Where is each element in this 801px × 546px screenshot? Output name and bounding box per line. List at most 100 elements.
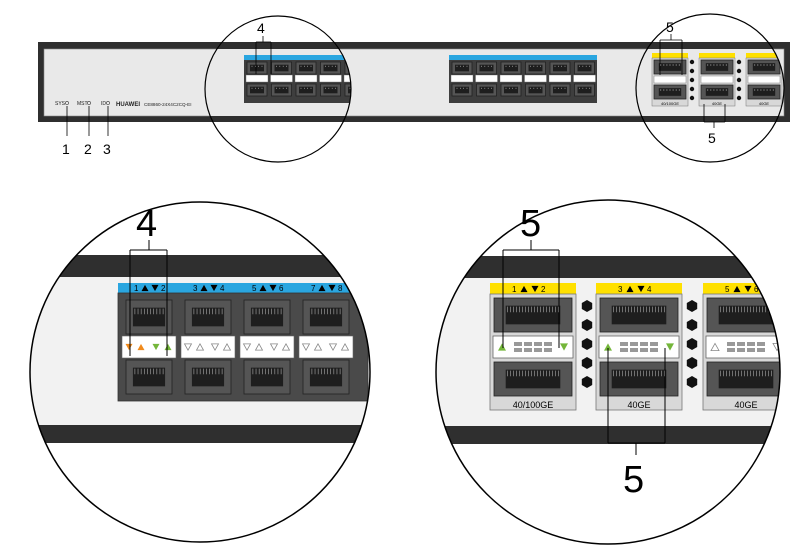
port-opening: [132, 367, 166, 387]
led-off-up: [254, 343, 264, 351]
qsfp-band: [652, 53, 688, 58]
port-number-label: 3: [193, 284, 198, 293]
small-magnifier-qsfp: 40/100GE 40GE 40GE 5 5: [635, 13, 785, 163]
vent-hole: [689, 95, 695, 101]
vent-hole: [686, 338, 698, 350]
sfp-ports-middle: [449, 55, 597, 103]
port-opening: [309, 307, 343, 327]
small-magnifier-sfp: 4: [204, 15, 352, 163]
callout-4: 4: [136, 203, 157, 245]
port-opening: [705, 63, 729, 71]
up-arrow-icon: [141, 284, 149, 292]
port-opening: [323, 86, 338, 94]
port-opening: [191, 307, 225, 327]
vent-hole: [736, 68, 742, 74]
port-number-label: 6: [279, 284, 284, 293]
qsfp-band: [746, 53, 782, 58]
port-opening: [250, 367, 284, 387]
port-opening: [348, 86, 351, 94]
down-arrow-icon: [151, 284, 159, 292]
port-number-label: 3: [618, 285, 623, 294]
callout-4-large: 4: [129, 203, 168, 356]
port-opening: [577, 86, 592, 94]
port-number-label: 4: [220, 284, 225, 293]
down-arrow-icon: [328, 284, 336, 292]
callout-5-small-bottom: 5: [708, 130, 716, 146]
vent-hole: [581, 376, 593, 388]
port-opening: [553, 64, 567, 72]
led-off-up: [313, 343, 323, 351]
port-opening: [299, 86, 313, 94]
led-strip: [598, 335, 680, 359]
port-speed-label: 40GE: [734, 400, 757, 410]
id-indicator-label: ID: [101, 101, 106, 107]
port-opening: [504, 64, 518, 72]
led-down: [560, 343, 568, 351]
port-opening: [577, 64, 592, 72]
port-number-label: 4: [647, 285, 652, 294]
vent-hole: [581, 300, 593, 312]
port-opening: [309, 367, 343, 387]
vent-hole: [736, 59, 742, 65]
port-speed-label: 40/100GE: [661, 101, 679, 106]
callout-5-small-top: 5: [666, 19, 674, 35]
port-opening: [455, 86, 469, 94]
up-arrow-icon: [733, 285, 741, 293]
port-opening: [455, 64, 469, 72]
port-number-label: 7: [311, 284, 316, 293]
port-speed-label: 40GE: [627, 400, 650, 410]
port-opening: [553, 86, 567, 94]
vent-hole: [736, 95, 742, 101]
vent-hole: [581, 319, 593, 331]
port-opening: [250, 307, 284, 327]
led-up: [710, 342, 720, 352]
port-number-label: 1: [512, 285, 517, 294]
port-opening: [658, 63, 682, 71]
port-number-label: 8: [338, 284, 343, 293]
vent-hole: [689, 77, 695, 83]
mst-indicator-label: MST: [77, 101, 88, 107]
up-arrow-icon: [520, 285, 528, 293]
port-opening: [658, 88, 682, 96]
led-orange-up: [137, 343, 145, 351]
down-arrow-icon: [269, 284, 277, 292]
port-opening: [191, 367, 225, 387]
qsfp-band: [703, 283, 780, 294]
led-up: [604, 343, 612, 351]
vent-hole: [686, 376, 698, 388]
port-speed-label: 40GE: [759, 101, 770, 106]
vent-hole: [689, 68, 695, 74]
vent-hole: [581, 338, 593, 350]
brand-logo-text: HUAWEI: [116, 102, 140, 108]
callout-5-top: 5: [520, 203, 541, 245]
callout-2: 2: [84, 141, 92, 157]
indicator-area: SYS MST ID HUAWEI CE8860-24X4C2CQ-EI 1 2…: [55, 101, 192, 157]
port-opening: [274, 86, 289, 94]
port-opening: [528, 64, 543, 72]
sys-indicator-label: SYS: [55, 101, 66, 107]
led-strip: [705, 335, 780, 359]
port-opening: [479, 64, 494, 72]
sys-led: [65, 101, 69, 105]
led-strip: [180, 335, 236, 359]
vent-hole: [686, 319, 698, 331]
down-arrow-icon: [210, 284, 218, 292]
port-opening: [479, 86, 494, 94]
port-speed-label: 40GE: [712, 101, 723, 106]
port-number-label: 6: [754, 285, 759, 294]
mst-led: [87, 101, 91, 105]
up-arrow-icon: [200, 284, 208, 292]
down-arrow-icon: [744, 285, 752, 293]
led-off-down: [183, 343, 193, 351]
led-off-down: [269, 343, 279, 351]
vent-hole: [736, 77, 742, 83]
callout-1: 1: [62, 141, 70, 157]
port-opening: [504, 86, 518, 94]
callout-5-large: 5 5: [502, 203, 666, 501]
port-number-label: 5: [725, 285, 730, 294]
port-opening: [250, 64, 264, 72]
vent-hole: [686, 357, 698, 369]
